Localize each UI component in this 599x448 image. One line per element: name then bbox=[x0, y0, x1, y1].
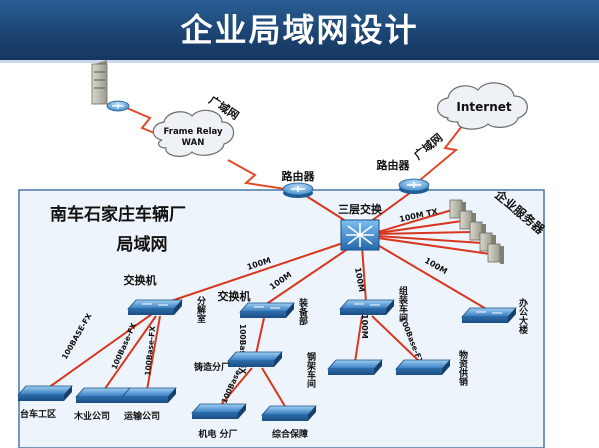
wan-label-right: 广域网 bbox=[411, 130, 445, 162]
link-core-server-4 bbox=[377, 235, 483, 244]
link-right-router-core bbox=[369, 189, 415, 223]
link-right-a bbox=[354, 315, 363, 363]
switch-muye-icon bbox=[75, 387, 131, 403]
wan-link-cloud-router bbox=[227, 159, 293, 191]
switch-yunshu-icon bbox=[121, 387, 177, 403]
core-label: 三层交换 bbox=[338, 202, 383, 216]
dept-zhuzao: 铸造分厂 bbox=[194, 361, 230, 373]
link-core-switch-left bbox=[167, 239, 353, 303]
link-label-5: 100M bbox=[360, 314, 369, 339]
enterprise-servers-icon bbox=[449, 199, 504, 264]
link-label-3: 100M bbox=[353, 267, 366, 293]
dept-wuzi: 物资供销 bbox=[457, 349, 469, 387]
banner-underline bbox=[0, 60, 599, 63]
wan-link-internet-router bbox=[419, 125, 463, 181]
fx-label-4: 100Base-FX bbox=[238, 324, 247, 374]
switch-right-a-icon bbox=[327, 359, 383, 375]
wan-server-icon bbox=[91, 60, 108, 105]
dept-gangjia: 钢架车间 bbox=[305, 351, 317, 389]
frame-relay-label-line2: WAN bbox=[182, 138, 205, 148]
title-banner bbox=[0, 0, 599, 60]
link-core-server-2 bbox=[377, 220, 463, 234]
internet-cloud bbox=[436, 82, 528, 130]
router-right-icon bbox=[398, 178, 430, 194]
switch-center-icon bbox=[239, 302, 295, 318]
wan-router-left-icon bbox=[106, 100, 130, 112]
dept-zhuangpei: 装备部 bbox=[297, 297, 309, 326]
link-core-server-3 bbox=[377, 231, 473, 235]
frame-relay-label-line1: Frame Relay bbox=[163, 127, 222, 137]
router-right-label: 路由器 bbox=[377, 158, 411, 172]
switch-right-b-icon bbox=[395, 359, 451, 375]
internet-label: Internet bbox=[456, 100, 511, 114]
link-center-zhuzao bbox=[255, 317, 265, 355]
link-left-yunshu bbox=[146, 315, 161, 391]
dept-zonghe: 综合保障 bbox=[272, 428, 308, 440]
lan-name-line1: 南车石家庄车辆厂 bbox=[50, 204, 186, 225]
link-zhuzao-zonghe bbox=[261, 367, 287, 409]
switch-right-icon bbox=[339, 299, 395, 315]
switch-center-label: 交换机 bbox=[218, 289, 251, 303]
dept-zuzhuang: 组装车间 bbox=[397, 285, 409, 323]
frame-relay-cloud bbox=[152, 109, 235, 157]
switch-office-icon bbox=[461, 307, 517, 323]
page-title: 企业局域网设计 bbox=[180, 11, 419, 49]
switch-zonghe-icon bbox=[261, 405, 317, 421]
dept-yunshu: 运输公司 bbox=[124, 410, 160, 422]
dept-taiche: 台车工区 bbox=[20, 408, 56, 420]
link-zhuzao-jidian bbox=[219, 367, 253, 407]
link-left-muye bbox=[103, 315, 157, 391]
link-core-switch-center bbox=[264, 243, 356, 306]
dept-muye: 木业公司 bbox=[73, 410, 110, 422]
dept-bangong: 办公大楼 bbox=[517, 297, 528, 335]
router-left-label: 路由器 bbox=[282, 169, 316, 183]
router-left-icon bbox=[282, 182, 314, 198]
dept-fenjie: 分解室 bbox=[195, 295, 206, 323]
link-core-server-5 bbox=[377, 237, 491, 255]
switch-left-label: 交换机 bbox=[124, 273, 157, 287]
dept-jidian: 机电 分厂 bbox=[198, 428, 237, 440]
link-right-b bbox=[371, 315, 421, 363]
switch-taiche-icon bbox=[17, 385, 73, 401]
switch-jidian-icon bbox=[191, 403, 247, 419]
switch-left-icon bbox=[127, 299, 183, 315]
core-switch-icon bbox=[340, 219, 380, 251]
link-core-server-1 bbox=[377, 209, 453, 233]
link-left-taiche bbox=[47, 313, 153, 389]
lan-name-line2: 局域网 bbox=[117, 234, 168, 255]
link-core-switch-office bbox=[375, 243, 489, 311]
switch-zhuzao-icon bbox=[227, 351, 283, 367]
link-core-switch-right bbox=[361, 245, 367, 303]
